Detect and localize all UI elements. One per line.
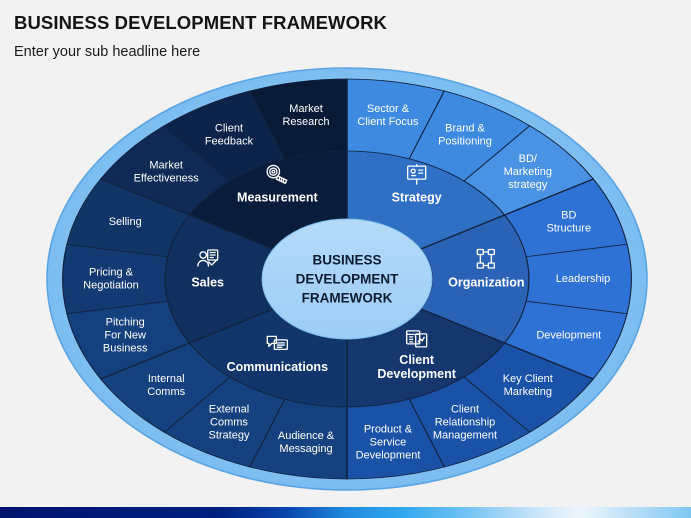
sector-label-communications: Communications <box>227 360 328 374</box>
sector-divider <box>421 309 593 379</box>
sub-label-text: Selling <box>109 216 142 228</box>
sub-label-text: Leadership <box>556 273 610 285</box>
sub-label-text: Marketing <box>504 386 552 398</box>
sub-label-text: Audience & <box>278 430 335 442</box>
sub-label-text: Positioning <box>438 136 492 148</box>
page-title: BUSINESS DEVELOPMENT FRAMEWORK <box>14 12 388 33</box>
sub-label-text: External <box>209 404 249 416</box>
sub-label-text: Product & <box>364 423 413 435</box>
sub-label-group: Development <box>536 330 601 342</box>
sub-label-text: Feedback <box>205 136 254 148</box>
sub-label-text: Research <box>282 116 329 128</box>
sub-label-text: Negotiation <box>83 279 139 291</box>
sector-label-measurement: Measurement <box>237 190 318 204</box>
sub-label-text: Market <box>289 103 323 115</box>
sector-label-group-organization: Organization <box>448 248 525 289</box>
sub-label-text: strategy <box>508 179 548 191</box>
sub-label-group: Sector &Client Focus <box>357 103 419 128</box>
org-chart-icon <box>476 248 496 269</box>
handshake-deal-icon <box>197 249 219 267</box>
sector-divider <box>101 309 273 379</box>
sector-label-organization: Organization <box>448 275 524 289</box>
sub-label-text: Pricing & <box>89 266 134 278</box>
center-disc <box>261 218 433 340</box>
sector-label-group-strategy: Strategy <box>392 163 442 204</box>
page-subtitle: Enter your sub headline here <box>14 44 201 60</box>
sub-label-text: Strategy <box>209 430 250 442</box>
sub-label-text: Development <box>536 330 601 342</box>
sub-label-text: Business <box>103 343 148 355</box>
sector-label-strategy: Strategy <box>392 190 442 204</box>
sector-label-group-communications: Communications <box>227 335 328 374</box>
sub-label-text: Development <box>356 449 421 461</box>
sub-label-text: Marketing <box>504 166 552 178</box>
tape-measure-icon <box>266 164 288 185</box>
sub-label-text: BD/ <box>519 153 538 165</box>
center-line-3: FRAMEWORK <box>302 291 393 306</box>
center-line-2: DEVELOPMENT <box>296 272 400 287</box>
sub-label-text: Messaging <box>279 443 332 455</box>
sub-label-group: Leadership <box>556 273 610 285</box>
sub-label-text: Comms <box>147 386 185 398</box>
center-label-group: BUSINESS DEVELOPMENT FRAMEWORK <box>296 253 400 306</box>
sub-label-text: Brand & <box>445 123 485 135</box>
sector-label-group-sales: Sales <box>191 249 224 289</box>
sub-label-group: Brand &Positioning <box>438 123 492 148</box>
presentation-board-icon <box>406 163 427 185</box>
sector-label-client-development: Client <box>399 353 435 367</box>
sub-label-text: For New <box>104 330 146 342</box>
sub-label-group: Selling <box>109 216 142 228</box>
sector-divider <box>421 179 593 249</box>
sector-label-client-development: Development <box>377 367 456 381</box>
center-line-1: BUSINESS <box>312 253 381 268</box>
sub-label-text: Key Client <box>503 373 553 385</box>
sub-label-text: Comms <box>210 417 248 429</box>
sub-label-text: Market <box>149 160 183 172</box>
sub-label-text: Client Focus <box>357 116 419 128</box>
sub-label-text: Service <box>370 436 407 448</box>
sub-label-text: Client <box>451 404 479 416</box>
sector-label-sales: Sales <box>191 275 224 289</box>
bottom-accent-bar <box>0 507 691 518</box>
sub-label-text: Sector & <box>367 103 410 115</box>
chat-bubbles-icon <box>266 335 289 351</box>
sub-label-text: Management <box>433 430 497 442</box>
sub-label-text: Structure <box>546 223 591 235</box>
sub-label-text: Internal <box>148 373 185 385</box>
sub-label-text: BD <box>561 210 576 222</box>
dashboard-icon <box>405 330 428 348</box>
sector-label-group-measurement: Measurement <box>237 164 318 204</box>
bottom-bar-right <box>400 507 691 518</box>
sub-label-text: Client <box>215 123 243 135</box>
sub-label-text: Pitching <box>106 317 145 329</box>
sub-label-group: Audience &Messaging <box>278 430 335 455</box>
sector-divider <box>101 179 273 249</box>
bottom-bar-left <box>0 507 401 518</box>
sub-label-text: Relationship <box>435 417 496 429</box>
sub-label-text: Effectiveness <box>134 173 200 185</box>
sub-label-group: Pricing &Negotiation <box>83 266 139 291</box>
